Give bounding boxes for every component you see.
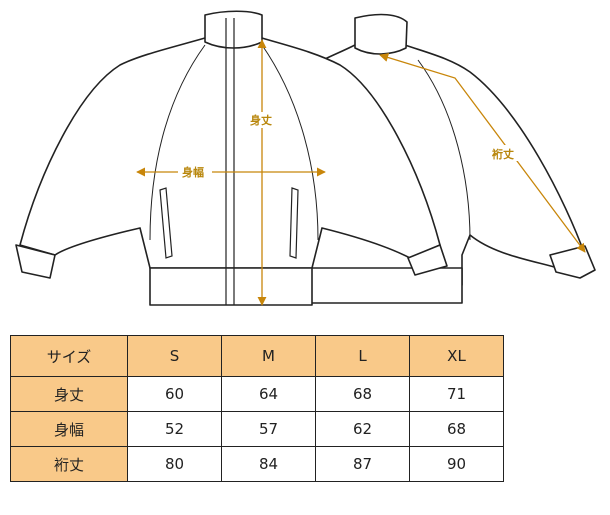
- size-chart-table: サイズ S M L XL 身丈 60 64 68 71 身幅 52 57 62 …: [10, 335, 504, 482]
- row-label: 身幅: [10, 411, 128, 447]
- front-zipper: [225, 18, 235, 305]
- size-header-xl: XL: [409, 335, 504, 377]
- table-cell: 57: [221, 411, 316, 447]
- body-length-label: 身丈: [250, 113, 272, 127]
- row-label: 身丈: [10, 376, 128, 412]
- table-cell: 60: [127, 376, 222, 412]
- table-cell: 62: [315, 411, 410, 447]
- table-cell: 87: [315, 446, 410, 482]
- jacket-front: [15, 10, 448, 306]
- jacket-diagram: 身丈 身幅 裄丈: [15, 10, 596, 306]
- table-corner-cell: サイズ: [10, 335, 128, 377]
- right-pocket: [289, 187, 299, 259]
- table-row: 裄丈 80 84 87 90: [10, 446, 504, 482]
- size-header-s: S: [127, 335, 222, 377]
- table-cell: 52: [127, 411, 222, 447]
- table-cell: 84: [221, 446, 316, 482]
- table-cell: 68: [315, 376, 410, 412]
- table-row: 身幅 52 57 62 68: [10, 411, 504, 447]
- table-cell: 90: [409, 446, 504, 482]
- table-cell: 80: [127, 446, 222, 482]
- front-raglan-left: [149, 44, 206, 241]
- table-cell: 64: [221, 376, 316, 412]
- table-cell: 71: [409, 376, 504, 412]
- table-header-row: サイズ S M L XL: [10, 335, 504, 377]
- row-label: 裄丈: [10, 446, 128, 482]
- sleeve-length-label: 裄丈: [491, 147, 514, 161]
- body-width-label: 身幅: [182, 165, 204, 179]
- table-cell: 68: [409, 411, 504, 447]
- sleeve-length-arrow: [379, 53, 586, 253]
- front-raglan-right: [261, 44, 319, 241]
- size-header-m: M: [221, 335, 316, 377]
- left-pocket: [159, 187, 173, 259]
- size-header-l: L: [315, 335, 410, 377]
- table-row: 身丈 60 64 68 71: [10, 376, 504, 412]
